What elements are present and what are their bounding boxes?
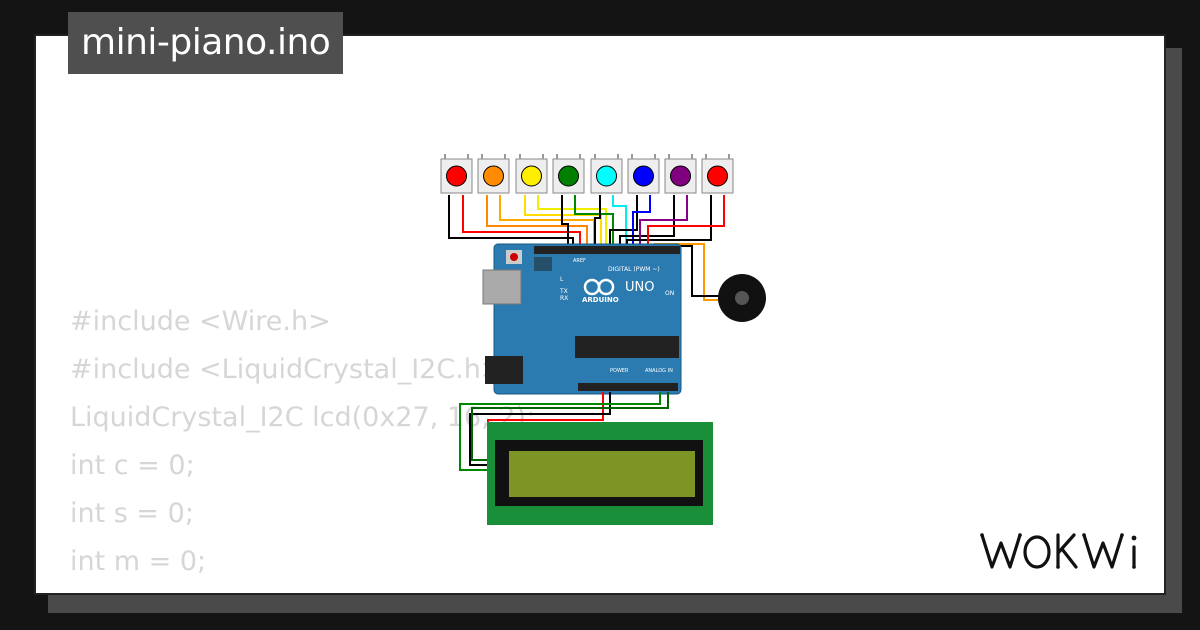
button-red-1[interactable]: [440, 154, 473, 194]
wokwi-logo: [980, 533, 1137, 569]
code-line: #include <Wire.h>: [70, 306, 331, 337]
code-line: int m = 0;: [70, 546, 207, 577]
digital-label: DIGITAL (PWM ~): [608, 266, 660, 273]
button-purple[interactable]: [664, 154, 697, 194]
aref-label: AREF: [573, 258, 586, 264]
lcd-display[interactable]: [487, 422, 713, 525]
model-label: UNO: [625, 280, 654, 295]
code-line: int c = 0;: [70, 450, 195, 481]
arduino-logo-icon: [583, 278, 615, 296]
on-label: ON: [665, 290, 674, 297]
buzzer[interactable]: [718, 274, 766, 322]
power-label: POWER: [610, 368, 629, 374]
code-preview: #include <Wire.h> #include <LiquidCrystal…: [70, 298, 535, 593]
brand-label: ARDUINO: [582, 296, 619, 304]
button-green[interactable]: [552, 154, 585, 194]
button-yellow[interactable]: [515, 154, 548, 194]
button-orange[interactable]: [477, 154, 510, 194]
l-label: L: [560, 276, 564, 283]
button-cyan[interactable]: [590, 154, 623, 194]
arduino-uno-board[interactable]: AREF DIGITAL (PWM ~) L TX RX UNO ARDUINO…: [482, 243, 682, 395]
tx-label: TX: [559, 288, 568, 295]
rx-label: RX: [560, 295, 568, 302]
button-red-2[interactable]: [701, 154, 734, 194]
analog-label: ANALOG IN: [645, 368, 673, 374]
code-line: int s = 0;: [70, 498, 194, 529]
button-blue[interactable]: [627, 154, 660, 194]
code-line: #include <LiquidCrystal_I2C.h>: [70, 354, 504, 385]
button-row: [440, 154, 734, 194]
project-title: mini-piano.ino: [68, 12, 344, 74]
